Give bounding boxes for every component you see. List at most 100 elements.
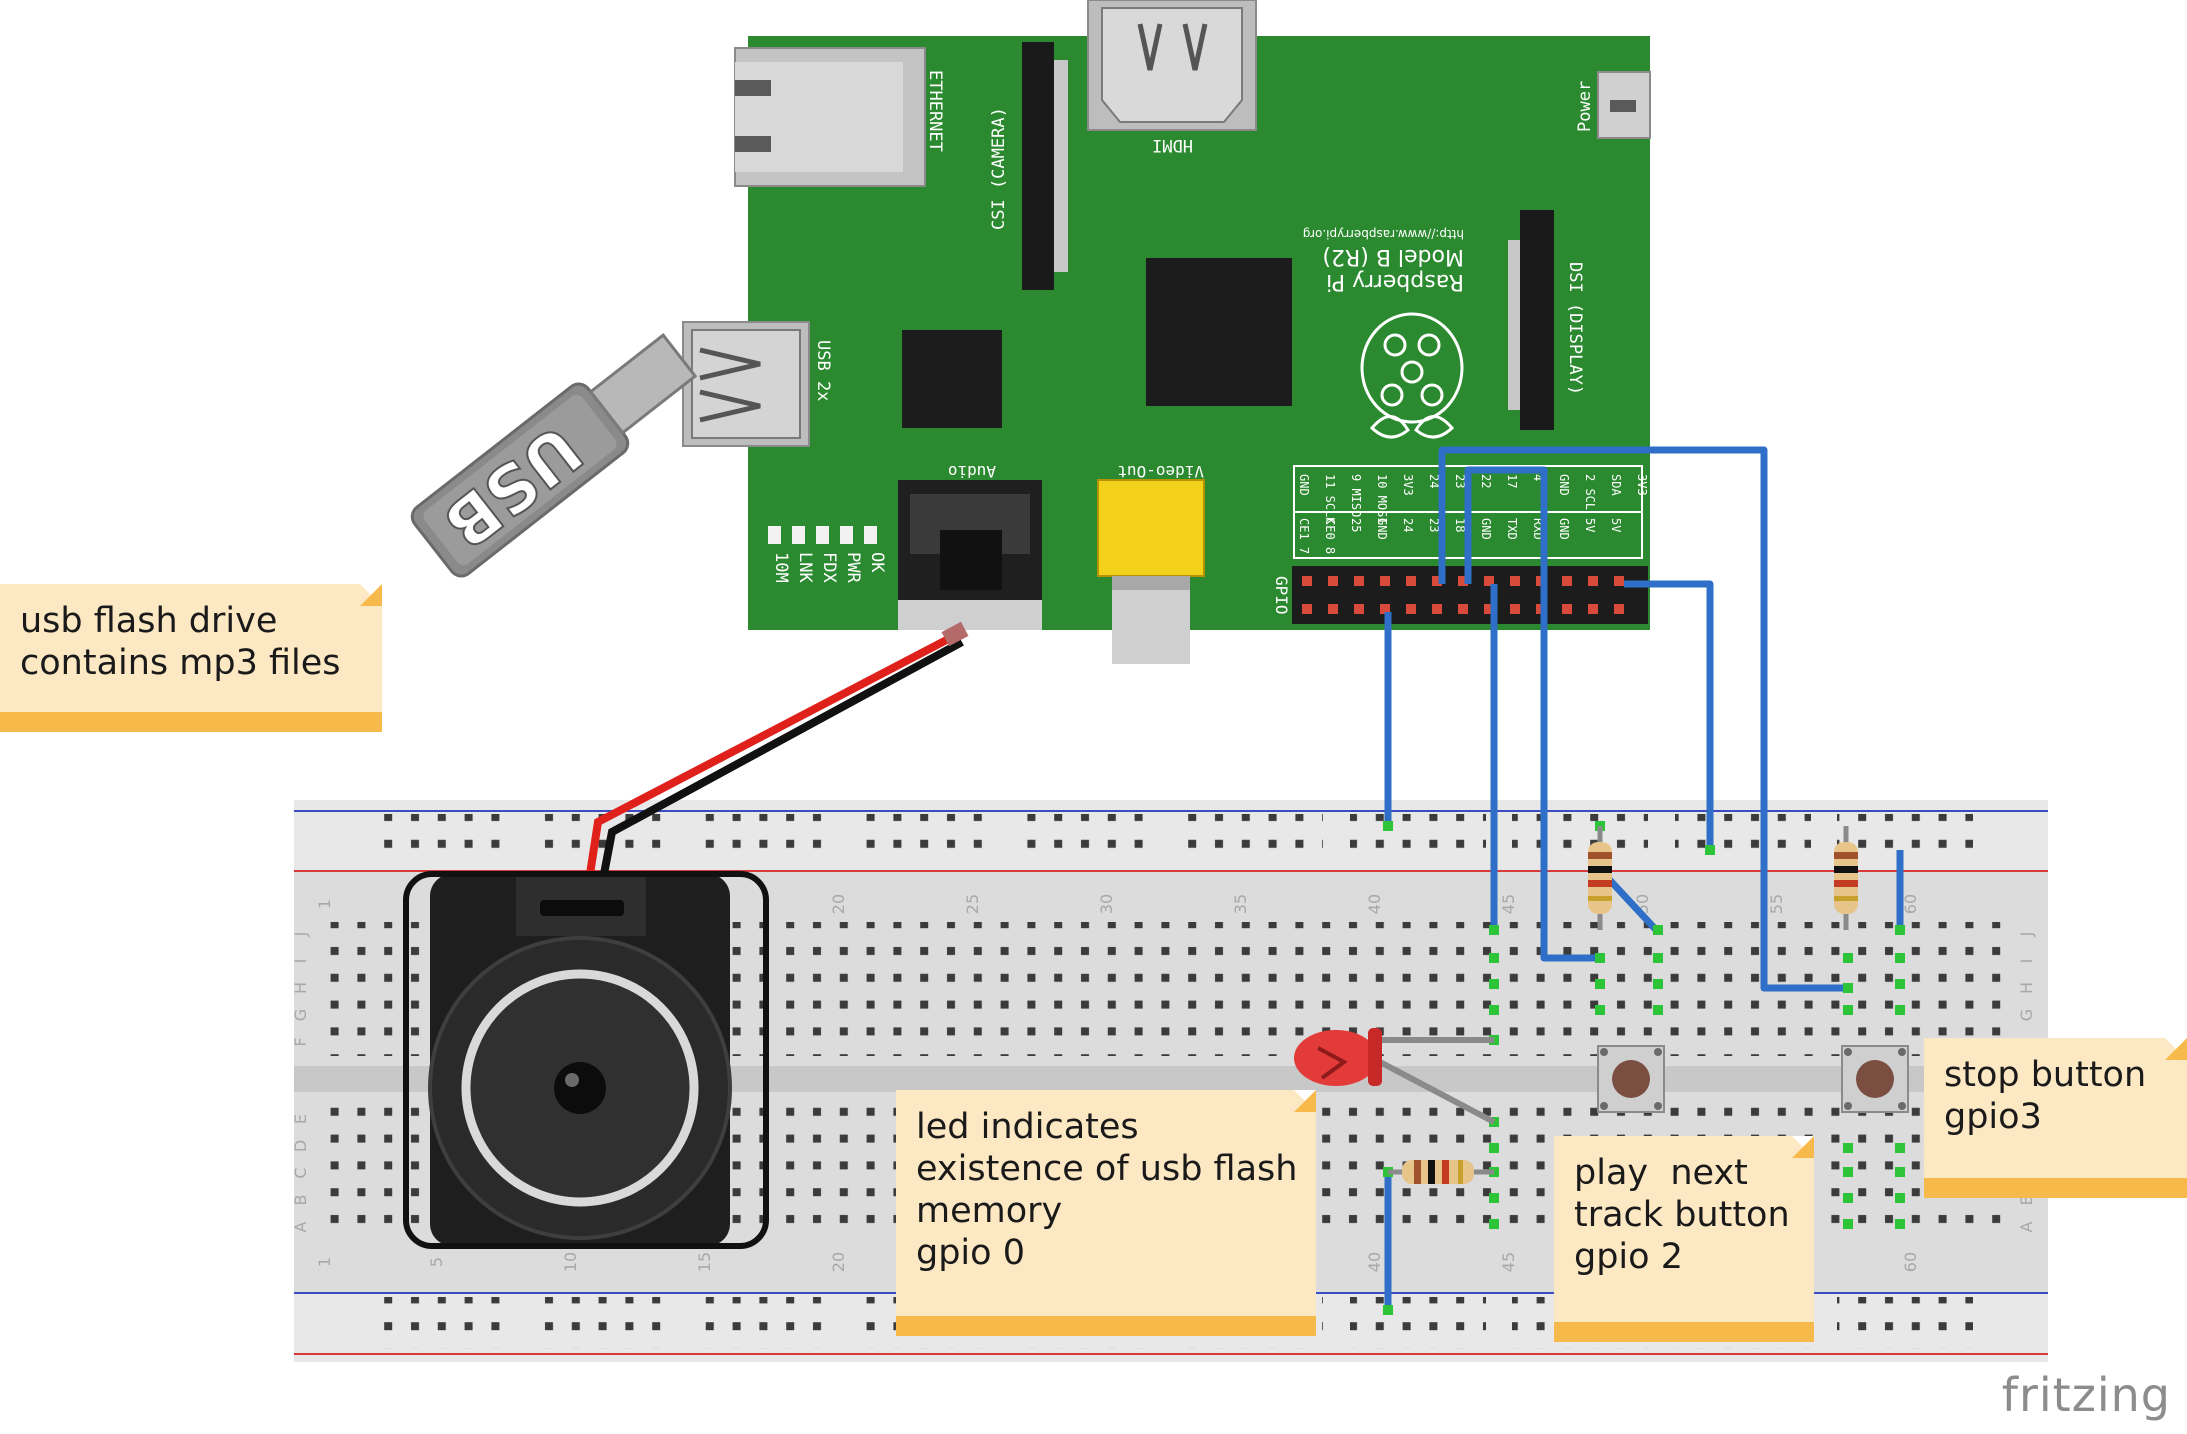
gpio-pin <box>1510 604 1520 614</box>
status-led-icon <box>792 526 805 544</box>
gpio-pin <box>1562 604 1572 614</box>
soc-chip <box>1146 258 1292 406</box>
status-led-label: PWR <box>843 552 863 583</box>
connection-dot <box>1383 821 1393 831</box>
raspberry-logo-icon <box>1360 312 1464 439</box>
status-led-label: LNK <box>795 552 815 583</box>
speaker <box>403 871 769 1249</box>
board-name-line1: Raspberry Pi <box>1326 269 1464 294</box>
fritzing-brand: fritzing <box>2001 1368 2171 1422</box>
row-letter: C <box>291 1167 310 1178</box>
gpio-pin <box>1484 576 1494 586</box>
gpio-pin-label: TXD <box>1505 518 1519 540</box>
column-number: 60 <box>1901 894 1920 914</box>
column-number: 5 <box>427 1257 446 1267</box>
gpio-pin-label: 18 <box>1453 518 1467 532</box>
video-out-jack: Video-Out <box>1097 462 1205 664</box>
gpio-pin-label: 2 SCL <box>1583 474 1597 510</box>
gpio-pin-label: 3V3 <box>1635 474 1649 496</box>
row-letter: J <box>2017 932 2036 938</box>
note-led-line2: existence of usb flash <box>916 1149 1298 1189</box>
hdmi-port: HDMI <box>1087 0 1257 155</box>
connection-dot <box>1489 1219 1499 1229</box>
gpio-pin-label: 9 MISO <box>1349 474 1363 517</box>
gpio-pin-label: 11 SCLK <box>1323 474 1337 525</box>
gpio-pin <box>1380 576 1390 586</box>
gpio-pin-label: GND <box>1557 518 1571 540</box>
gpio-pin <box>1406 604 1416 614</box>
row-letter: H <box>2017 982 2036 994</box>
connection-dot <box>1843 1193 1853 1203</box>
note-led: led indicates existence of usb flash mem… <box>896 1090 1316 1336</box>
gpio-pin <box>1354 576 1364 586</box>
column-number: 60 <box>1901 1252 1920 1272</box>
row-letter: G <box>2017 1009 2036 1021</box>
ethernet-label: ETHERNET <box>925 70 945 152</box>
row-letter: A <box>291 1221 310 1232</box>
gpio-pin <box>1458 576 1468 586</box>
status-led-icon <box>864 526 877 544</box>
connection-dot <box>1595 953 1605 963</box>
hdmi-label: HDMI <box>1152 135 1193 155</box>
note-led-line4: gpio 0 <box>916 1233 1025 1273</box>
raspberry-pi-board: ETHERNET CSI (CAMERA) HDMI Power DSI ( <box>682 0 1651 664</box>
connection-dot <box>1653 1005 1663 1015</box>
gpio-pin <box>1510 576 1520 586</box>
column-number: 45 <box>1499 894 1518 914</box>
gpio-pin <box>1380 604 1390 614</box>
row-letter: E <box>291 1114 310 1124</box>
connection-dot <box>1895 1005 1905 1015</box>
led-red <box>1294 1028 1496 1125</box>
column-number: 30 <box>1097 894 1116 914</box>
board-name-line2: Model B (R2) <box>1322 244 1464 269</box>
gpio-pin <box>1302 576 1312 586</box>
note-play-line1: play next <box>1574 1153 1748 1193</box>
gpio-pin <box>1432 576 1442 586</box>
camera-connector: CSI (CAMERA) <box>989 42 1068 290</box>
status-led-label: FDX <box>819 552 839 583</box>
connection-dot <box>1489 1005 1499 1015</box>
gpio-label: GPIO <box>1272 576 1291 615</box>
connection-dot <box>1843 983 1853 993</box>
gpio-pin <box>1432 604 1442 614</box>
connection-dot <box>1895 1193 1905 1203</box>
connection-dot <box>1843 1219 1853 1229</box>
top-rail-holes <box>375 814 1973 866</box>
gpio-pin-label: 5V <box>1583 518 1597 532</box>
gpio-pin-label: 23 <box>1453 474 1467 488</box>
connection-dot <box>1843 1005 1853 1015</box>
video-label: Video-Out <box>1117 462 1204 481</box>
connection-dot <box>1895 979 1905 989</box>
connection-dot <box>1489 925 1499 935</box>
status-led-label: OK <box>867 552 887 573</box>
column-number: 10 <box>561 1252 580 1272</box>
row-letter: H <box>291 982 310 994</box>
connection-dot <box>1489 1193 1499 1203</box>
connection-dot <box>1895 1219 1905 1229</box>
note-usb-line1: usb flash drive <box>20 601 278 641</box>
status-led-icon <box>840 526 853 544</box>
column-number: 20 <box>829 1252 848 1272</box>
usb-flash-drive: USB <box>410 333 698 578</box>
note-play-line3: gpio 2 <box>1574 1237 1683 1277</box>
connection-dot <box>1653 979 1663 989</box>
row-letter: G <box>291 1009 310 1021</box>
column-number: 55 <box>1767 894 1786 914</box>
gpio-pin-label: GND <box>1557 474 1571 496</box>
row-letter: B <box>291 1195 310 1206</box>
ethernet-port: ETHERNET <box>734 47 945 187</box>
gpio-pin-label: 5V <box>1609 518 1623 532</box>
connection-dot <box>1705 845 1715 855</box>
board-url: http://www.raspberrypi.org <box>1303 227 1464 241</box>
gpio-pin-label: GND <box>1375 518 1389 540</box>
gpio-pin-label: 22 <box>1479 474 1493 488</box>
dsi-label: DSI (DISPLAY) <box>1565 262 1585 395</box>
status-led-label: 10M <box>771 552 791 583</box>
power-port: Power <box>1575 71 1651 139</box>
connection-dot <box>1895 925 1905 935</box>
gpio-pin <box>1562 576 1572 586</box>
row-letter: I <box>291 959 310 964</box>
audio-label: Audio <box>948 462 996 481</box>
usb-ports: USB 2x <box>682 321 833 447</box>
